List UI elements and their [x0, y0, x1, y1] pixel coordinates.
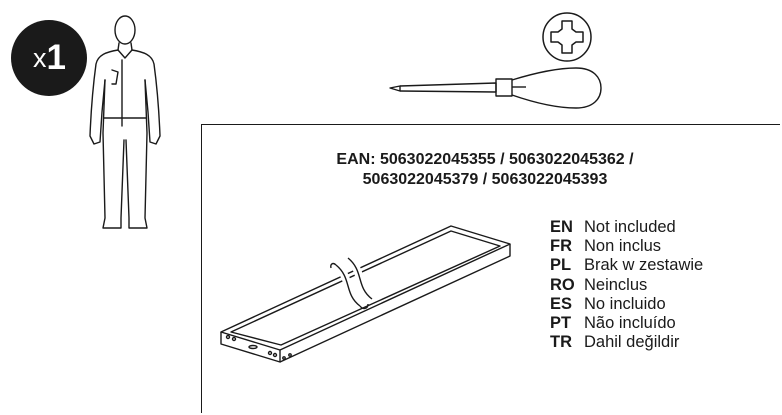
ean-line-2: 5063022045379 / 5063022045393: [362, 171, 608, 188]
language-text: Não incluído: [584, 314, 676, 333]
person-icon: [89, 15, 161, 229]
info-panel: [201, 124, 780, 413]
language-code: PT: [550, 314, 572, 333]
language-text: No incluido: [584, 294, 666, 313]
quantity-prefix: x: [33, 42, 46, 73]
language-text: Brak w zestawie: [584, 256, 704, 275]
ean-line-1: EAN: 5063022045355 / 5063022045362 /: [336, 151, 634, 168]
language-list: EN Not included FR Non inclus PL Brak w …: [550, 218, 703, 352]
language-code: RO: [550, 275, 575, 294]
language-code: EN: [550, 218, 573, 236]
phillips-screwdriver-icon: [389, 67, 602, 109]
language-row-ro: RO Neinclus: [550, 276, 703, 295]
language-code: ES: [550, 294, 573, 313]
language-code: TR: [550, 333, 572, 352]
language-row-pt: PT Não incluído: [550, 314, 703, 333]
quantity-count: 1: [46, 38, 66, 77]
language-row-es: ES No incluido: [550, 295, 703, 314]
language-row-pl: PL Brak w zestawie: [550, 256, 703, 275]
language-code: PL: [550, 256, 572, 275]
language-row-en: EN Not included: [550, 218, 703, 237]
language-text: Dahil değildir: [584, 333, 680, 352]
language-row-tr: TR Dahil değildir: [550, 333, 703, 352]
shelf-panel-icon: [220, 225, 511, 363]
language-text: Not included: [584, 218, 676, 236]
phillips-head-icon: [542, 12, 592, 62]
language-text: Non inclus: [584, 237, 662, 256]
language-row-fr: FR Non inclus: [550, 237, 703, 256]
language-text: Neinclus: [584, 275, 648, 294]
language-code: FR: [550, 237, 572, 256]
ean-codes: EAN: 5063022045355 / 5063022045362 / 506…: [220, 150, 750, 190]
